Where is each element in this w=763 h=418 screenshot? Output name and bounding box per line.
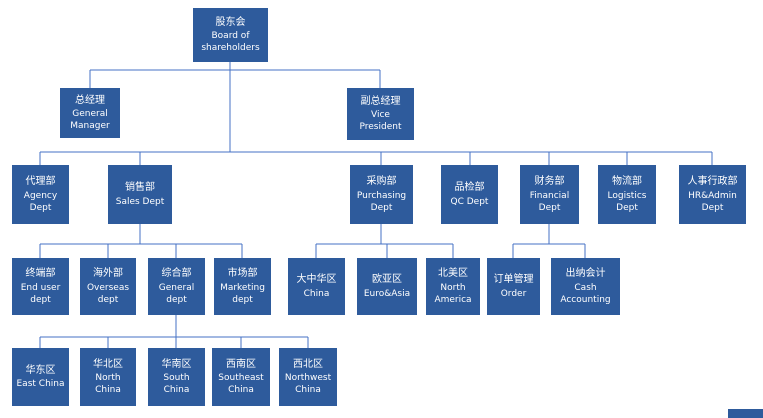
node-label-en: Overseas dept <box>86 282 130 305</box>
node-label-en: Northwest China <box>284 373 332 396</box>
node-label-zh: 代理部 <box>25 176 56 188</box>
node-label-zh: 终端部 <box>25 268 56 280</box>
org-node-overseas[interactable]: 海外部 Overseas dept <box>80 258 136 315</box>
node-label-en: QC Dept <box>450 196 489 207</box>
node-label-en: Agency Dept <box>23 190 58 213</box>
node-label-zh: 订单管理 <box>493 274 534 286</box>
node-label-zh: 大中华区 <box>296 274 337 286</box>
node-label-en: Order <box>500 288 527 299</box>
node-label-en: Marketing dept <box>220 282 265 305</box>
node-label-zh: 海外部 <box>93 268 123 280</box>
node-label-en: Logistics Dept <box>607 190 647 213</box>
node-label-zh: 综合部 <box>161 268 192 280</box>
node-label-en: North China <box>95 373 121 396</box>
node-label-en: South China <box>163 373 190 396</box>
node-label-zh: 副总经理 <box>360 95 401 107</box>
node-label-en: Board of shareholders <box>201 31 260 54</box>
org-node-south-china[interactable]: 华南区 South China <box>148 348 205 406</box>
node-label-zh: 西北区 <box>293 358 323 370</box>
org-node-hr-admin[interactable]: 人事行政部 HR&Admin Dept <box>679 165 746 224</box>
node-label-zh: 采购部 <box>366 176 397 188</box>
org-node-financial[interactable]: 财务部 Financial Dept <box>520 165 579 224</box>
org-node-logistics[interactable]: 物流部 Logistics Dept <box>598 165 656 224</box>
node-label-zh: 华北区 <box>93 358 123 370</box>
node-label-zh: 财务部 <box>534 176 565 188</box>
node-label-en: Cash Accounting <box>560 282 611 305</box>
node-label-zh: 人事行政部 <box>687 176 738 188</box>
org-node-china[interactable]: 大中华区 China <box>288 258 345 315</box>
node-label-zh: 品检部 <box>454 182 485 194</box>
org-node-order[interactable]: 订单管理 Order <box>487 258 540 315</box>
org-node-qc[interactable]: 品检部 QC Dept <box>441 165 498 224</box>
node-label-en: East China <box>16 379 65 390</box>
node-label-zh: 销售部 <box>125 182 155 194</box>
cropped-box-fragment <box>728 409 763 418</box>
org-node-vice-president[interactable]: 副总经理 Vice President <box>347 88 414 140</box>
node-label-zh: 股东会 <box>215 16 246 28</box>
node-label-en: General dept <box>158 282 195 305</box>
org-node-general-manager[interactable]: 总经理 General Manager <box>60 88 120 138</box>
node-label-zh: 北美区 <box>438 268 468 280</box>
node-label-en: Financial Dept <box>529 190 570 213</box>
org-node-purchasing[interactable]: 采购部 Purchasing Dept <box>350 165 413 224</box>
node-label-en: Sales Dept <box>115 196 165 207</box>
node-label-en: China <box>303 288 330 299</box>
org-node-marketing[interactable]: 市场部 Marketing dept <box>214 258 271 315</box>
node-label-en: Purchasing Dept <box>356 190 407 213</box>
org-node-southeast-china[interactable]: 西南区 Southeast China <box>212 348 270 406</box>
org-node-east-china[interactable]: 华东区 East China <box>12 348 69 406</box>
node-label-zh: 总经理 <box>75 94 105 106</box>
node-label-en: Euro&Asia <box>363 288 411 299</box>
org-node-north-america[interactable]: 北美区 North America <box>426 258 480 315</box>
node-label-zh: 物流部 <box>612 176 642 188</box>
org-node-board[interactable]: 股东会 Board of shareholders <box>193 8 268 62</box>
node-label-zh: 市场部 <box>227 268 258 280</box>
org-node-north-china[interactable]: 华北区 North China <box>80 348 136 406</box>
node-label-en: North America <box>434 282 472 305</box>
org-node-northwest-china[interactable]: 西北区 Northwest China <box>279 348 337 406</box>
org-node-end-user[interactable]: 终端部 End user dept <box>12 258 69 315</box>
node-label-zh: 欧亚区 <box>372 274 402 286</box>
node-label-zh: 华东区 <box>25 364 56 376</box>
node-label-en: HR&Admin Dept <box>688 190 737 213</box>
org-node-sales[interactable]: 销售部 Sales Dept <box>108 165 172 224</box>
org-node-cash-accounting[interactable]: 出纳会计 Cash Accounting <box>551 258 620 315</box>
org-node-general-dept[interactable]: 综合部 General dept <box>148 258 205 315</box>
org-node-euro-asia[interactable]: 欧亚区 Euro&Asia <box>357 258 417 315</box>
node-label-en: End user dept <box>20 282 61 305</box>
node-label-zh: 西南区 <box>226 358 256 370</box>
node-label-zh: 华南区 <box>161 358 192 370</box>
node-label-en: General Manager <box>70 109 110 132</box>
node-label-en: Southeast China <box>218 373 264 396</box>
org-node-agency[interactable]: 代理部 Agency Dept <box>12 165 69 224</box>
node-label-en: Vice President <box>359 110 402 133</box>
node-label-zh: 出纳会计 <box>565 268 606 280</box>
